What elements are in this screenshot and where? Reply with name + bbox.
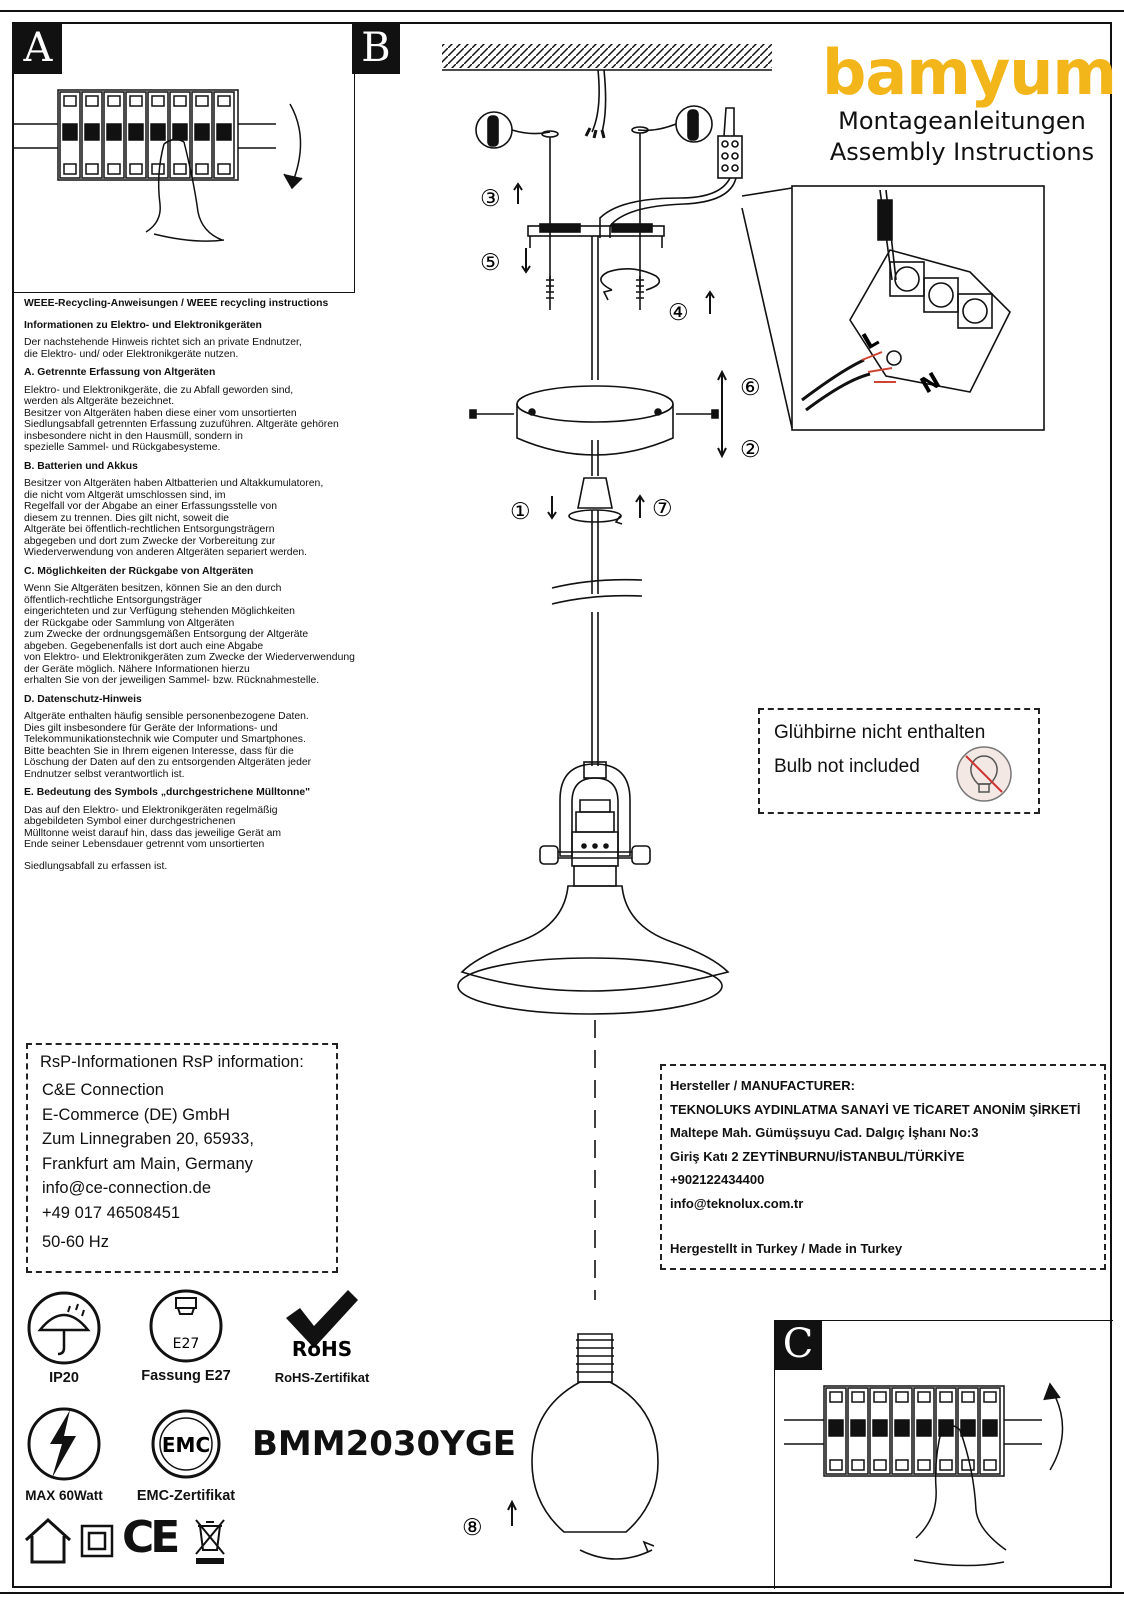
- max-power-lightning-icon: [27, 1407, 101, 1481]
- manufacturer-box: Hersteller / MANUFACTURER: TEKNOLUKS AYD…: [660, 1064, 1106, 1270]
- weee-intro-text: Der nachstehende Hinweis richtet sich an…: [24, 337, 302, 360]
- emc-icon-text: EMC: [162, 1433, 210, 1457]
- rsp-line: Zum Linnegraben 20, 65933,: [42, 1130, 254, 1149]
- weee-instructions: WEEE-Recycling-Anweisungen / WEEE recycl…: [24, 298, 444, 879]
- breaker-off-illustration: [14, 89, 303, 242]
- weee-section-text: Wenn Sie Altgeräten besitzen, können Sie…: [24, 583, 355, 686]
- step-4: ④: [668, 300, 689, 326]
- power-label: MAX 60Watt: [25, 1488, 103, 1503]
- socket-label: Fassung E27: [141, 1368, 231, 1384]
- manufacturer-line: info@teknolux.com.tr: [670, 1195, 804, 1211]
- weee-section-heading: B. Batterien und Akkus: [24, 460, 138, 472]
- terminal-live-label: L: [859, 327, 884, 356]
- bottom-rule: [0, 1592, 1124, 1594]
- bulb-not-included-note: Glühbirne nicht enthalten Bulb not inclu…: [758, 708, 1040, 814]
- e27-socket-icon: E27: [149, 1289, 223, 1363]
- manufacturer-line: Maltepe Mah. Gümüşsuyu Cad. Dalgıç İşhan…: [670, 1125, 979, 1140]
- panel-a-label: A: [14, 24, 62, 74]
- rsp-title: RsP-Informationen RsP information:: [40, 1053, 304, 1071]
- ip20-umbrella-icon: [27, 1291, 101, 1365]
- rohs-icon-text: RoHS: [292, 1337, 352, 1361]
- manufacturer-line: Giriş Katı 2 ZEYTİNBURNU/İSTANBUL/TÜRKİY…: [670, 1148, 965, 1164]
- weee-section-heading: D. Datenschutz-Hinweis: [24, 693, 142, 705]
- weee-title: WEEE-Recycling-Anweisungen / WEEE recycl…: [24, 298, 329, 309]
- weee-section-heading: C. Möglichkeiten der Rückgabe von Altger…: [24, 565, 254, 577]
- indoor-use-house-icon: [24, 1517, 72, 1564]
- brand-logo: bamyum: [822, 36, 1117, 109]
- rsp-line: C&E Connection: [42, 1081, 164, 1099]
- weee-section-text: Elektro- und Elektronikgeräte, die zu Ab…: [24, 384, 339, 454]
- page-frame: [12, 22, 1112, 1588]
- bulb-note-de: Glühbirne nicht enthalten: [774, 722, 986, 743]
- weee-section-text: Das auf den Elektro- und Elektronikgerät…: [24, 804, 282, 851]
- rsp-line: E-Commerce (DE) GmbH: [42, 1105, 230, 1124]
- ce-mark: CE: [122, 1512, 180, 1563]
- rsp-line: Frankfurt am Main, Germany: [42, 1154, 253, 1173]
- made-in: Hergestellt in Turkey / Made in Turkey: [670, 1241, 903, 1256]
- weee-section-heading: E. Bedeutung des Symbols „durchgestriche…: [24, 787, 311, 798]
- class-ii-insulation-icon: [80, 1524, 114, 1558]
- top-rule: [0, 10, 1124, 12]
- title-en: Assembly Instructions: [829, 138, 1095, 166]
- title-de: Montageanleitungen: [838, 107, 1086, 135]
- weee-section-text: Besitzer von Altgeräten haben Altbatteri…: [24, 478, 324, 558]
- rohs-label: RoHS-Zertifikat: [274, 1370, 370, 1385]
- manufacturer-line: TEKNOLUKS AYDINLATMA SANAYİ VE TİCARET A…: [670, 1101, 1081, 1117]
- weee-closing: Siedlungsabfall zu erfassen ist.: [24, 860, 168, 872]
- rsp-info-box: RsP-Informationen RsP information: C&E C…: [26, 1043, 338, 1273]
- emc-icon: EMC: [151, 1409, 221, 1479]
- manufacturer-line: Hersteller / MANUFACTURER:: [670, 1078, 855, 1093]
- ip-label: IP20: [49, 1370, 79, 1386]
- model-number: BMM2030YGE: [252, 1424, 516, 1464]
- rsp-line: info@ce-connection.de: [42, 1179, 212, 1198]
- panel-c-label: C: [774, 1320, 822, 1370]
- step-3: ③: [480, 186, 501, 212]
- crossed-bin-icon: [195, 1519, 225, 1564]
- step-8: ⑧: [462, 1515, 483, 1541]
- rsp-line: 50-60 Hz: [42, 1232, 109, 1251]
- emc-label: EMC-Zertifikat: [136, 1488, 236, 1504]
- weee-intro-heading: Informationen zu Elektro- und Elektronik…: [24, 319, 262, 331]
- step-1: ①: [510, 499, 531, 525]
- panel-c-switch-on: [774, 1320, 1113, 1589]
- rsp-line: +49 017 46508451: [42, 1203, 181, 1222]
- terminal-neutral-label: N: [917, 368, 945, 399]
- weee-section-text: Altgeräte enthalten häufig sensible pers…: [24, 711, 312, 780]
- rohs-icon: RoHS: [286, 1290, 358, 1361]
- panel-b-label: B: [352, 24, 400, 74]
- manufacturer-line: +902122434400: [670, 1172, 765, 1187]
- breaker-on-illustration: [784, 1382, 1064, 1567]
- e27-icon-text: E27: [173, 1336, 200, 1352]
- title-block: Montageanleitungen Assembly Instructions: [822, 106, 1102, 168]
- panel-a-switch-off: [14, 24, 355, 293]
- step-7: ⑦: [652, 496, 673, 522]
- no-bulb-icon: [956, 746, 1012, 802]
- weee-section-heading: A. Getrennte Erfassung von Altgeräten: [24, 367, 216, 378]
- step-6: ⑥: [740, 375, 761, 401]
- bulb-note-en: Bulb not included: [774, 756, 920, 777]
- step-2: ②: [740, 437, 761, 463]
- step-5: ⑤: [480, 250, 501, 276]
